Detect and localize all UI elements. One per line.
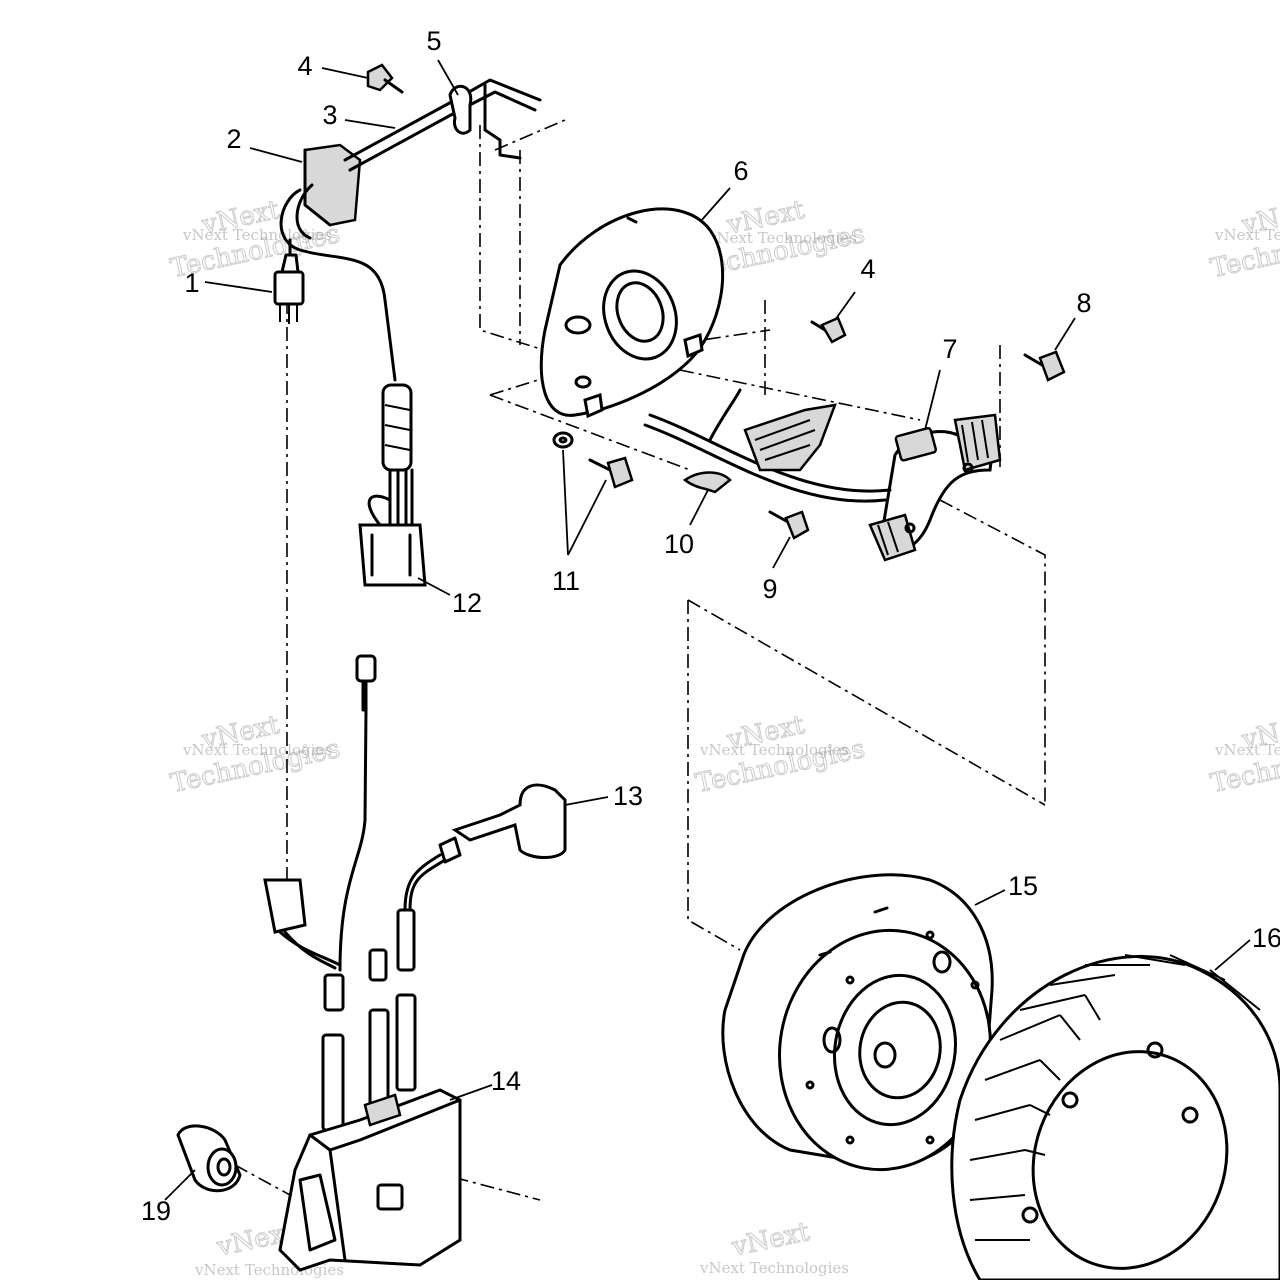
callout-11: 11 — [552, 566, 580, 596]
watermark-small: vNext Technologies — [1214, 226, 1280, 244]
part-13-spark-plug-cap — [438, 783, 567, 864]
callout-1: 1 — [184, 268, 199, 298]
callout-4-top: 4 — [297, 51, 312, 81]
watermark-small: vNext Technologies — [182, 741, 332, 759]
callout-6: 6 — [733, 156, 748, 186]
part-6-stator-plate — [539, 207, 725, 419]
watermark-vnext: vNext — [729, 1217, 813, 1263]
part-4-screw-right — [810, 316, 847, 344]
part-14-ignition-coil — [278, 993, 462, 1272]
part-15-flywheel — [721, 873, 994, 1172]
part-19-cap — [176, 1124, 242, 1193]
callout-numbers: 1 2 3 4 4 5 6 7 8 9 10 11 12 13 14 15 16… — [141, 26, 1280, 1226]
part-2-regulator — [279, 143, 414, 527]
part-1-connector — [273, 253, 305, 324]
part-11-washer-screw — [552, 431, 634, 489]
callout-4-right: 4 — [860, 254, 875, 284]
part-4-screw-top — [366, 63, 404, 94]
watermark-small: vNext Technologies — [699, 1259, 849, 1277]
callout-10: 10 — [664, 529, 694, 559]
watermark-small: vNext Technologies — [182, 226, 332, 244]
part-3-wire — [343, 78, 542, 172]
part-12-connector — [358, 523, 427, 587]
callout-12: 12 — [452, 588, 482, 618]
callout-19: 19 — [141, 1196, 171, 1226]
callout-3: 3 — [322, 100, 337, 130]
callout-9: 9 — [762, 574, 777, 604]
callout-13: 13 — [613, 781, 643, 811]
watermark-small: vNext Technologies — [1214, 741, 1280, 759]
watermark-small: vNext Technologies — [699, 741, 849, 759]
callout-5: 5 — [426, 26, 441, 56]
callout-7: 7 — [942, 334, 957, 364]
callout-14: 14 — [491, 1066, 521, 1096]
callout-16: 16 — [1252, 923, 1280, 953]
callout-15: 15 — [1008, 871, 1038, 901]
part-16-fan — [950, 954, 1280, 1280]
part-10-clip — [682, 471, 732, 494]
watermark-small: vNext Technologies — [707, 229, 857, 247]
callout-2: 2 — [226, 124, 241, 154]
part-9-screw — [768, 510, 810, 540]
leader-lines — [164, 59, 1251, 1201]
ignition-wires — [263, 654, 447, 1012]
part-5-clamp — [448, 84, 473, 135]
callout-8: 8 — [1076, 288, 1091, 318]
part-8-screw — [1023, 350, 1066, 382]
lighting-coil — [708, 388, 837, 472]
